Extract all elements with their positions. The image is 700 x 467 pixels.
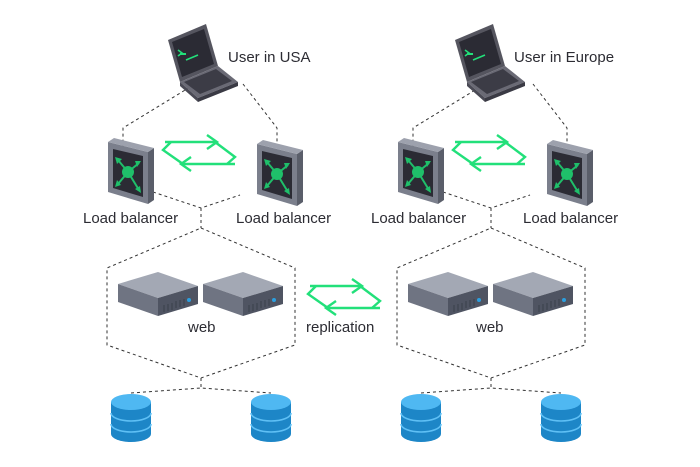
load-balancer-label: Load balancer xyxy=(523,210,619,227)
sync-arrows-icon xyxy=(161,133,237,173)
load-balancer-icon xyxy=(256,139,304,207)
replication-arrows-icon xyxy=(306,277,382,317)
sync-arrows-icon xyxy=(451,133,527,173)
replication-label: replication xyxy=(306,319,375,336)
server-icon xyxy=(492,271,574,317)
load-balancer-icon xyxy=(546,139,594,207)
web-label-left: web xyxy=(188,319,216,336)
user-usa-label: User in USA xyxy=(228,49,311,66)
server-icon xyxy=(117,271,199,317)
web-label-right: web xyxy=(476,319,504,336)
load-balancer-icon xyxy=(107,137,155,205)
load-balancer-label: Load balancer xyxy=(371,210,467,227)
server-icon xyxy=(202,271,284,317)
load-balancer-icon xyxy=(397,137,445,205)
dashed-connectors-right xyxy=(396,83,586,394)
database-icon xyxy=(250,393,292,443)
load-balancer-label: Load balancer xyxy=(83,210,179,227)
load-balancer-label: Load balancer xyxy=(236,210,332,227)
database-icon xyxy=(540,393,582,443)
server-icon xyxy=(407,271,489,317)
database-icon xyxy=(400,393,442,443)
dashed-connectors-left xyxy=(106,83,296,394)
user-europe-label: User in Europe xyxy=(514,49,615,66)
database-icon xyxy=(110,393,152,443)
